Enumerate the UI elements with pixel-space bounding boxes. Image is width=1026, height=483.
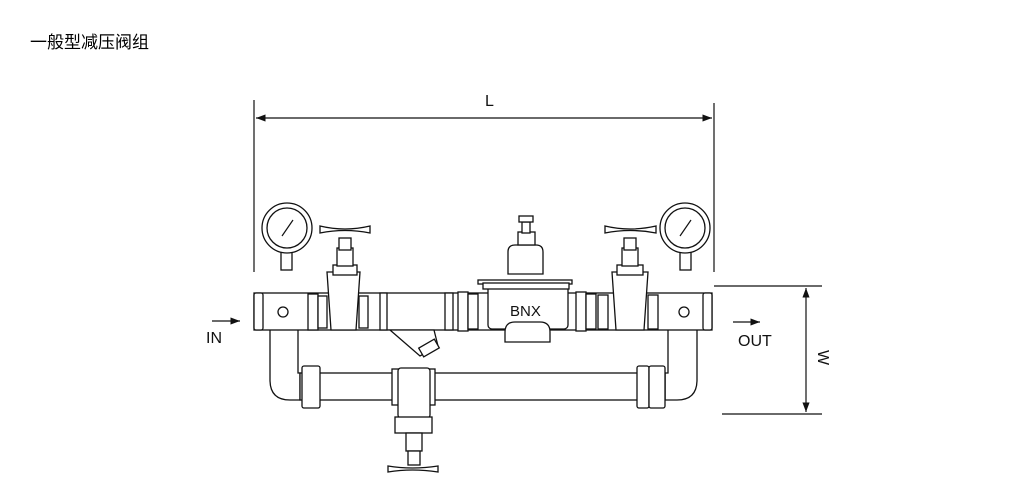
bypass-gate-valve bbox=[387, 367, 439, 473]
page-title: 一般型减压阀组 bbox=[30, 33, 149, 53]
handwheel-icon bbox=[319, 225, 371, 234]
handwheel-icon bbox=[604, 225, 657, 234]
inlet-label: IN bbox=[206, 330, 222, 347]
outlet-label: OUT bbox=[738, 333, 772, 350]
bypass-pipe bbox=[269, 324, 698, 409]
handwheel-icon bbox=[387, 465, 439, 473]
width-label: W bbox=[814, 350, 831, 366]
outlet-gate-valve bbox=[604, 225, 657, 331]
width-dimension: W bbox=[714, 285, 831, 415]
valve-brand-label: BNX bbox=[510, 303, 541, 320]
outlet-pressure-gauge bbox=[659, 202, 711, 271]
inlet-pressure-gauge bbox=[261, 202, 313, 271]
inlet-gate-valve bbox=[319, 225, 371, 331]
pressure-reducing-valve: BNX bbox=[477, 215, 573, 343]
length-label: L bbox=[485, 93, 494, 110]
length-dimension: L bbox=[253, 93, 715, 272]
